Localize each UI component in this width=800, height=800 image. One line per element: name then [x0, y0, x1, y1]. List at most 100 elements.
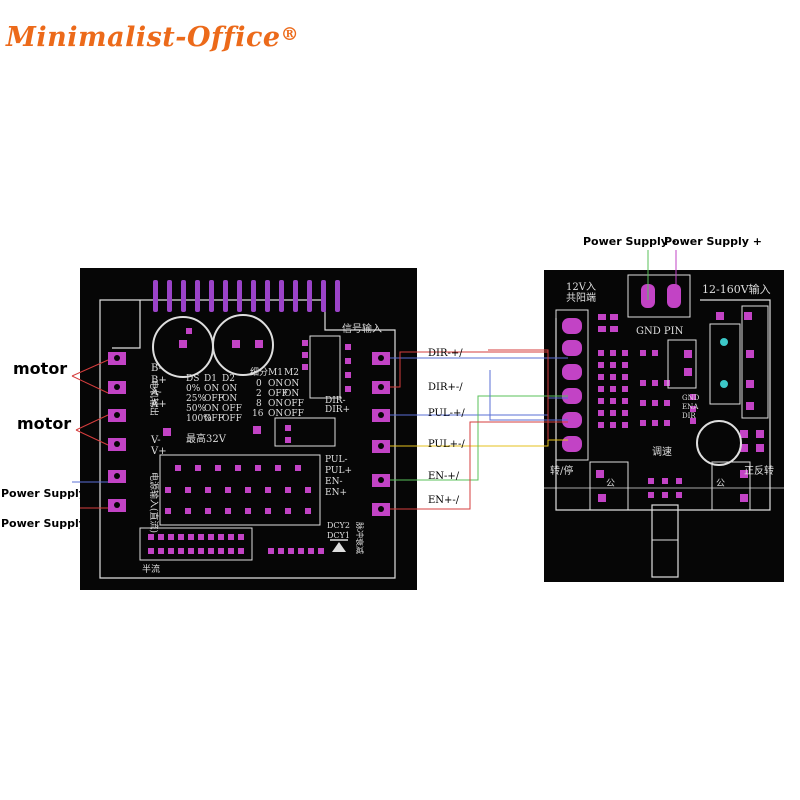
micro-r2-c1: 2 — [256, 389, 262, 399]
decay-r2-c1: 25% — [186, 394, 206, 404]
micro-r4-c3: OFF — [284, 409, 304, 419]
capacitor-2 — [212, 314, 274, 376]
decay-r4-c3: OFF — [222, 414, 242, 424]
term-a-minus: A- — [150, 387, 162, 398]
sig-en-plus: EN+ — [325, 488, 347, 498]
wire-en-plus — [390, 421, 568, 510]
heatsink-pins — [153, 280, 340, 312]
signal-terminals — [372, 352, 390, 516]
wire-label-pul-plus: PUL+-/ — [428, 439, 465, 450]
motor-output-label: 电机输出 — [148, 380, 160, 416]
wire-pul-plus — [390, 439, 568, 447]
side-pin-dir: DIR — [682, 412, 696, 420]
motor-label-2: motor — [17, 414, 72, 433]
wire-labels: DIR-+/ DIR+-/ PUL-+/ PUL+-/ EN-+/ EN+-/ — [428, 348, 465, 506]
label-input-voltage: 12-160V输入 — [702, 282, 771, 296]
decay-head-d1: D1 — [204, 374, 217, 384]
micro-r1-c3: ON — [284, 379, 299, 389]
decay-head-ds: DS — [186, 374, 199, 384]
sig-pul-plus: PUL+ — [325, 466, 352, 476]
led-2 — [720, 380, 728, 388]
wire-label-pul-minus: PUL-+/ — [428, 408, 465, 419]
psu-minus-label-left: Power Supply - — [1, 487, 95, 500]
term-b-plus: B+ — [151, 375, 167, 386]
decay-r3-c3: OFF — [222, 404, 242, 414]
wire-label-dir-plus: DIR+-/ — [428, 382, 463, 393]
micro-r4-c1: 16 — [252, 409, 264, 419]
wire-label-dir-minus: DIR-+/ — [428, 348, 463, 359]
label-common-anode: 共阳端 — [566, 291, 596, 304]
sig-dir-minus: DIR- — [325, 396, 346, 406]
gnd-pin-label: GND PIN — [636, 326, 684, 337]
driver-board-body — [80, 268, 417, 590]
motor-terminals — [108, 352, 126, 512]
decay-r2-c2: OFF — [204, 394, 224, 404]
decay-r4-c2: OFF — [204, 414, 224, 424]
micro-r3-c2: ON — [268, 399, 283, 409]
svg-text:电源输入(直流): 电源输入(直流) — [148, 472, 160, 533]
motor-label-1: motor — [13, 359, 68, 378]
psu-minus-label-top: Power Supply - — [583, 235, 677, 248]
motor-2-lead-a — [75, 429, 109, 446]
decay-r3-c1: 50% — [186, 404, 206, 414]
term-v-minus: V- — [150, 435, 161, 446]
common-left: 公 — [606, 478, 615, 489]
micro-head-3: M2 — [284, 368, 299, 378]
micro-r3-c3: OFF — [284, 399, 304, 409]
psu-plus-label-left: Power Supply + — [1, 517, 99, 530]
psu-plus-label-top: Power Supply + — [664, 235, 762, 248]
signal-input-header: 信号输入 — [342, 322, 382, 335]
motor-1-lead-b — [71, 359, 109, 377]
brand-name: Minimalist-Office — [6, 22, 281, 53]
term-a-plus: A+ — [150, 399, 167, 410]
micro-r4-c2: ON — [268, 409, 283, 419]
common-right: 公 — [716, 478, 725, 489]
label-12v: 12V入 — [566, 282, 596, 293]
power-pad-plus — [667, 284, 681, 308]
wire-en-minus — [390, 395, 568, 481]
signal-wires — [71, 250, 677, 510]
micro-r2-c3: ON — [284, 389, 299, 399]
decay-r1-c3: ON — [222, 384, 237, 394]
wire-label-en-plus: EN+-/ — [428, 495, 460, 506]
micro-head-1: 细分 — [250, 366, 268, 378]
decay-r1-c2: ON — [204, 384, 219, 394]
speed-label: 调速 — [652, 446, 672, 458]
term-b-minus: B- — [151, 363, 162, 374]
micro-r2-c2: OFF — [268, 389, 288, 399]
microstep-table: 细分 M1 M2 0 ON ON 2 OFF ON 8 ON OFF 16 ON… — [250, 366, 304, 419]
brand-mark: ® — [280, 24, 300, 45]
term-v-plus: V+ — [150, 446, 167, 457]
sig-dir-plus: DIR+ — [325, 405, 350, 415]
brand-logo: Minimalist-Office® — [6, 22, 299, 53]
dcy1-label: DCY1 — [327, 531, 350, 540]
decay-label: 脉冲衰减 — [355, 522, 365, 554]
half-current-label: 半流 — [142, 563, 160, 575]
decay-r4-c1: 100% — [186, 414, 212, 424]
led-1 — [720, 338, 728, 346]
speed-potentiometer — [696, 420, 742, 466]
run-stop-label: 转/停 — [550, 464, 573, 477]
motor-2-lead-b — [75, 414, 109, 431]
decay-r1-c1: 0% — [186, 384, 201, 394]
driver-board: 电机输出 电源输入(直流) B- B+ A- A+ V- V+ DS D1 D2… — [80, 268, 417, 590]
side-pin-ena: ENA — [682, 403, 699, 411]
voltage-note: 最高32V — [186, 432, 227, 445]
wire-dir-plus — [390, 351, 548, 388]
side-pin-gnd: GND — [682, 394, 700, 402]
controller-signal-pads — [562, 318, 582, 452]
decay-r2-c3: ON — [222, 394, 237, 404]
decay-table: DS D1 D2 0% ON ON 25% OFF ON 50% ON OFF … — [186, 374, 242, 424]
sig-pul-minus: PUL- — [325, 455, 348, 465]
sig-en-minus: EN- — [325, 477, 343, 487]
micro-r3-c1: 8 — [256, 399, 262, 409]
direction-label: 正反转 — [744, 464, 774, 477]
motor-1-lead-a — [71, 375, 109, 394]
controller-board: 12V入 共阳端 12-160V输入 GND PIN — [544, 270, 784, 582]
micro-head-2: M1 — [268, 368, 283, 378]
micro-r1-c1: 0 — [256, 379, 262, 389]
dcy2-label: DCY2 — [327, 521, 350, 530]
decay-head-d2: D2 — [222, 374, 235, 384]
wire-label-en-minus: EN-+/ — [428, 471, 460, 482]
